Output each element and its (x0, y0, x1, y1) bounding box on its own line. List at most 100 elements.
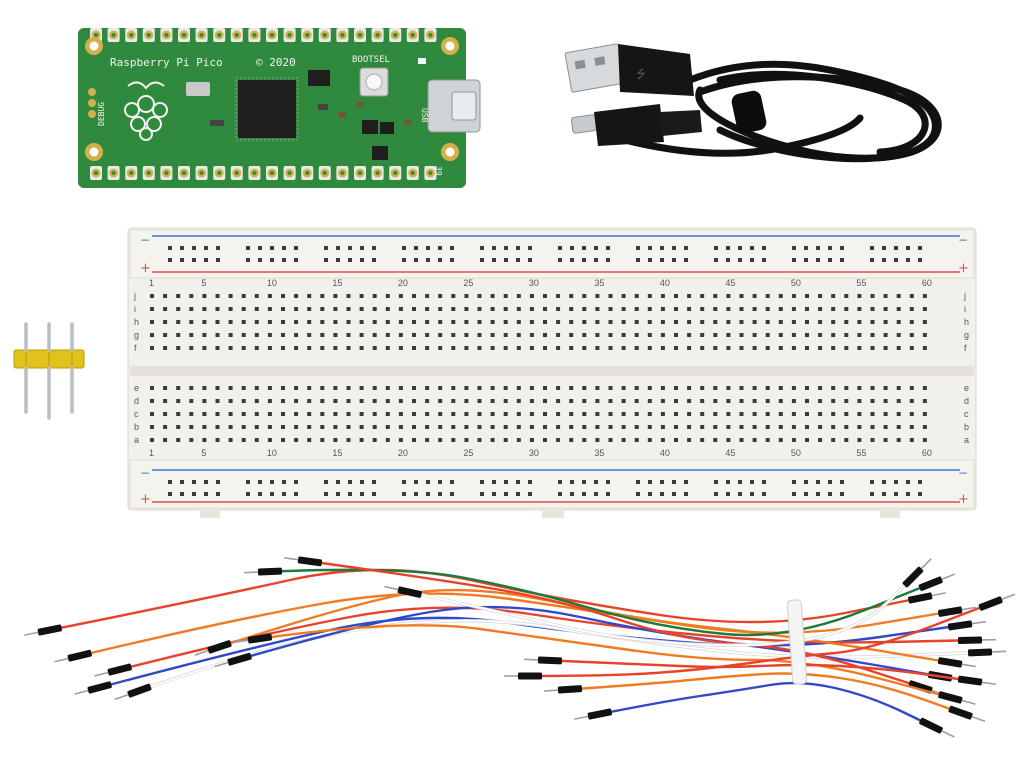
column-number-45: 45 (725, 448, 735, 458)
column-number-1: 1 (149, 278, 154, 288)
column-number-25: 25 (463, 278, 473, 288)
usb-label: USB (420, 108, 429, 123)
pico-header-pins-top (90, 28, 437, 42)
debug-label: DEBUG (97, 102, 106, 126)
jumper-connector (948, 705, 986, 723)
column-number-55: 55 (856, 448, 866, 458)
jumper-wire (588, 681, 942, 732)
row-letter-d: d (134, 396, 139, 406)
jumper-connector (908, 592, 946, 604)
rail-minus-bottom-right: − (958, 466, 968, 480)
raspberry-logo-icon (124, 81, 168, 141)
column-number-50: 50 (791, 448, 801, 458)
column-number-5: 5 (201, 278, 206, 288)
rail-minus-top-left: − (140, 233, 150, 247)
jumper-connector (937, 657, 976, 668)
jumper-connector (523, 656, 563, 665)
column-number-10: 10 (267, 278, 277, 288)
row-letter-b: b (134, 422, 139, 432)
column-number-15: 15 (332, 448, 342, 458)
pin-39-label: 39 (434, 166, 443, 176)
jumper-wire (258, 568, 942, 637)
rail-minus-top-right: − (958, 233, 968, 247)
jumper-connector (74, 681, 112, 695)
jumper-connector (214, 652, 252, 668)
jumper-wire (518, 598, 1002, 678)
pico-board: DEBUG Raspberry Pi Pico © 2020 BOOTSEL (78, 28, 481, 188)
jumper-wires (24, 556, 1016, 738)
jumper-connector (574, 708, 612, 720)
column-number-25: 25 (463, 448, 473, 458)
column-number-45: 45 (725, 278, 735, 288)
jumper-connector (504, 672, 542, 680)
jumper-wire (248, 624, 962, 702)
row-letter-d: d (964, 396, 969, 406)
column-number-10: 10 (267, 448, 277, 458)
row-letter-a: a (134, 435, 139, 445)
column-number-15: 15 (332, 278, 342, 288)
column-number-20: 20 (398, 448, 408, 458)
column-number-30: 30 (529, 278, 539, 288)
column-number-5: 5 (201, 448, 206, 458)
jumper-connector (94, 663, 132, 677)
row-letter-j: j (963, 291, 966, 301)
jumper-connector (938, 691, 976, 705)
breadboard-labels: 1155101015152020252530303535404045455050… (133, 278, 969, 458)
breadboard: − + − + − + − + 115510101515202025253030… (127, 227, 977, 518)
jumper-connector (967, 648, 1007, 657)
jumper-connector (978, 593, 1016, 611)
jumper-connector (114, 683, 152, 701)
pico-header-pins-bottom (90, 166, 437, 180)
jumper-connector (947, 620, 986, 631)
row-letter-e: e (964, 383, 969, 393)
usb-a-plug: ⭍ (564, 43, 694, 96)
row-letter-e: e (134, 383, 139, 393)
jumper-wire (558, 672, 972, 718)
rail-minus-bottom-left: − (140, 466, 150, 480)
jumper-connector (543, 685, 583, 694)
row-letter-i: i (964, 304, 966, 314)
row-letter-f: f (964, 343, 967, 353)
jumper-connector (384, 585, 422, 598)
jumper-connector (194, 640, 232, 656)
jumper-connector (918, 573, 956, 591)
row-letter-j: j (133, 291, 136, 301)
column-number-55: 55 (856, 278, 866, 288)
row-letter-c: c (964, 409, 969, 419)
jumper-connector (957, 636, 997, 644)
jumper-wire (108, 606, 982, 674)
jumper-connector (284, 556, 323, 567)
rail-plus-bottom-right: + (958, 492, 969, 507)
column-number-35: 35 (594, 278, 604, 288)
usb-cable: ⭍ (564, 43, 942, 163)
rail-plus-bottom-left: + (140, 492, 151, 507)
jumper-wire (538, 658, 982, 684)
row-letter-g: g (134, 330, 139, 340)
column-number-35: 35 (594, 448, 604, 458)
board-name: Raspberry Pi Pico (110, 56, 223, 69)
jumper-connector (937, 606, 976, 617)
column-number-30: 30 (529, 448, 539, 458)
cable-tie (786, 599, 808, 685)
jumper-connector (919, 717, 955, 738)
bootsel-label: BOOTSEL (352, 55, 390, 65)
row-letter-i: i (134, 304, 136, 314)
usb-symbol-icon: ⭍ (636, 67, 646, 81)
column-number-60: 60 (922, 448, 932, 458)
row-letter-b: b (964, 422, 969, 432)
row-letter-h: h (134, 317, 139, 327)
jumper-connector (54, 649, 92, 663)
jumper-connector (957, 675, 996, 686)
row-letter-a: a (964, 435, 969, 445)
column-number-60: 60 (922, 278, 932, 288)
breadboard-holes (150, 246, 927, 496)
jumper-wire (298, 558, 932, 692)
row-letter-c: c (134, 409, 139, 419)
board-year: © 2020 (256, 56, 296, 69)
jumper-connector (234, 633, 273, 644)
column-number-50: 50 (791, 278, 801, 288)
rail-plus-top-right: + (958, 261, 969, 276)
micro-usb-plug (570, 104, 702, 146)
